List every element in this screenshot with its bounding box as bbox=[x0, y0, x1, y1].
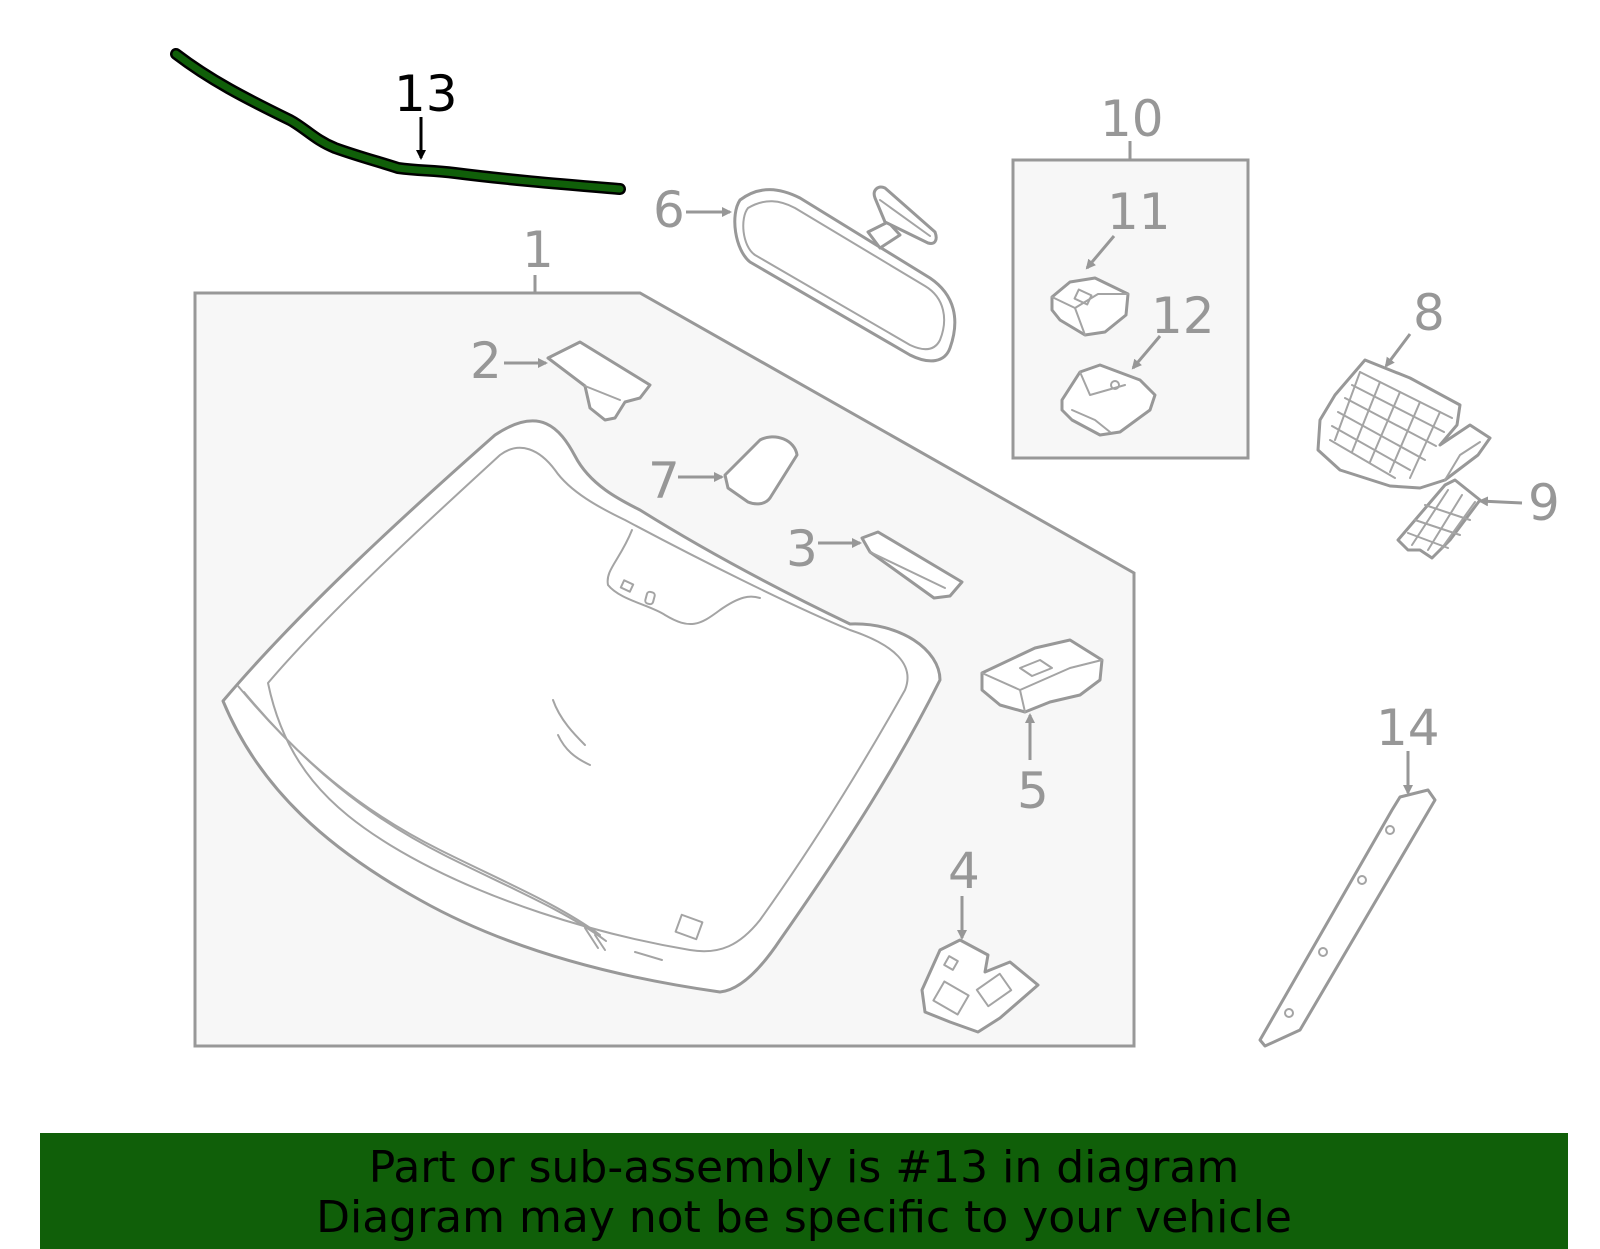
callout-8-arrow bbox=[1384, 333, 1412, 368]
part-13-moulding[interactable] bbox=[170, 48, 626, 195]
callout-14: 14 bbox=[1376, 699, 1440, 757]
callout-11-arrow bbox=[1085, 235, 1116, 270]
banner-line-2: Diagram may not be specific to your vehi… bbox=[316, 1192, 1292, 1243]
banner-line-1: Part or sub-assembly is #13 in diagram bbox=[368, 1142, 1240, 1193]
part-9-mesh-cover[interactable] bbox=[1396, 478, 1482, 560]
info-banner: Part or sub-assembly is #13 in diagram D… bbox=[40, 1133, 1568, 1249]
part-14-trim-strip[interactable] bbox=[1258, 788, 1437, 1048]
callout-12: 12 bbox=[1151, 287, 1215, 345]
part-5-sensor-bracket[interactable] bbox=[980, 638, 1104, 714]
part-4-bracket[interactable] bbox=[920, 938, 1040, 1034]
part-7-cover[interactable] bbox=[723, 435, 799, 506]
callout-11: 11 bbox=[1107, 183, 1171, 241]
callout-10: 10 bbox=[1100, 90, 1164, 148]
part-3-cover[interactable] bbox=[860, 530, 964, 600]
part-8-cover[interactable] bbox=[1316, 358, 1492, 490]
callout-8: 8 bbox=[1413, 284, 1445, 342]
callout-5: 5 bbox=[1017, 762, 1049, 820]
part-6-rearview-mirror[interactable] bbox=[733, 185, 957, 363]
callout-13: 13 bbox=[394, 65, 458, 123]
callout-9-arrow bbox=[1478, 496, 1523, 507]
callout-12-arrow bbox=[1131, 335, 1162, 370]
callout-2: 2 bbox=[470, 332, 502, 390]
callout-3: 3 bbox=[786, 520, 818, 578]
callout-4: 4 bbox=[948, 842, 980, 900]
callout-9: 9 bbox=[1528, 474, 1560, 532]
callout-1: 1 bbox=[522, 221, 554, 279]
callout-6: 6 bbox=[653, 181, 685, 239]
part-12-clip[interactable] bbox=[1060, 363, 1157, 437]
part-11-clip[interactable] bbox=[1050, 276, 1130, 337]
callout-7: 7 bbox=[648, 452, 680, 510]
part-2-bracket[interactable] bbox=[546, 340, 652, 422]
windshield-glass[interactable] bbox=[221, 419, 942, 994]
